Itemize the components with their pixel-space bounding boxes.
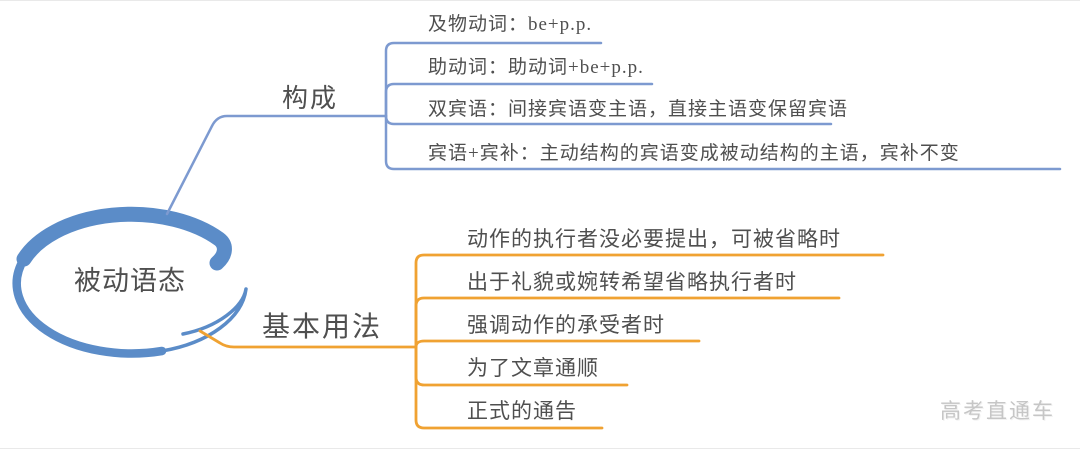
leaf-usage-5[interactable]: 正式的通告 (467, 399, 577, 423)
branch2-child2-line (414, 296, 841, 349)
image-top-edge (0, 0, 1080, 1)
branch2-child1-line (414, 253, 885, 349)
leaf-composition-4[interactable]: 宾语+宾补：主动结构的宾语变成被动结构的主语，宾补不变 (428, 143, 960, 164)
ellipse-tail-curl-stroke (160, 287, 248, 353)
branch1-child2-line (384, 82, 654, 118)
branch-lines-composition (165, 41, 1062, 216)
central-topic-label[interactable]: 被动语态 (74, 266, 186, 296)
branch2-child3-line (414, 339, 701, 349)
branch1-child1-line (384, 41, 603, 118)
leaf-usage-2[interactable]: 出于礼貌或婉转希望省略执行者时 (467, 270, 797, 294)
branch-label-composition[interactable]: 构成 (282, 84, 339, 113)
branch-lines-usage (198, 253, 885, 430)
leaf-composition-3[interactable]: 双宾语：间接宾语变主语，直接主语变保留宾语 (428, 99, 849, 120)
leaf-usage-4[interactable]: 为了文章通顺 (467, 356, 599, 380)
leaf-usage-1[interactable]: 动作的执行者没必要提出，可被省略时 (467, 227, 841, 251)
branch2-parent-line (198, 329, 418, 349)
branch-label-usage[interactable]: 基本用法 (262, 312, 383, 343)
central-topic-ellipse (12, 206, 248, 358)
branch2-child5-line (414, 345, 604, 430)
ellipse-thick-top-stroke (16, 206, 232, 271)
branch1-parent-line (165, 114, 388, 216)
watermark: 高考直通车 (940, 399, 1055, 423)
branch1-child4-line (384, 114, 1062, 171)
leaf-composition-2[interactable]: 助动词：助动词+be+p.p. (428, 57, 644, 78)
leaf-usage-3[interactable]: 强调动作的承受者时 (467, 313, 665, 337)
leaf-composition-1[interactable]: 及物动词：be+p.p. (428, 14, 593, 35)
ellipse-left-bottom-stroke (12, 254, 167, 358)
